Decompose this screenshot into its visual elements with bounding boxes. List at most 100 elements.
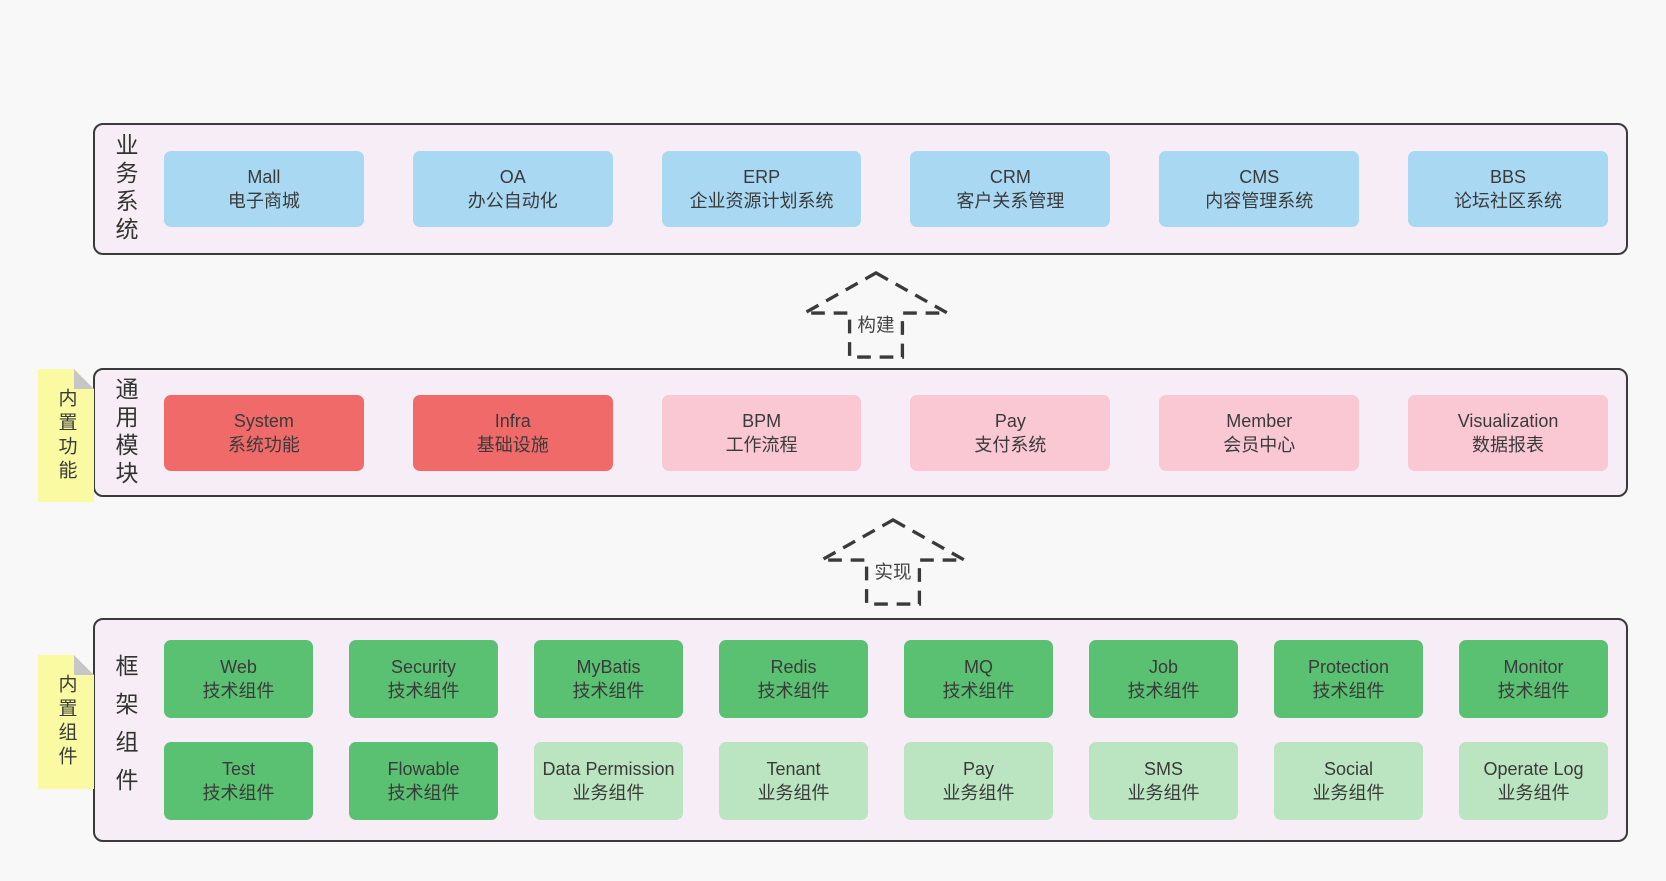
- sticky-fold-icon: [74, 655, 94, 675]
- sticky-fold-icon: [74, 369, 94, 389]
- box-pay: Pay 业务组件: [904, 742, 1053, 820]
- box-title: System: [233, 410, 294, 431]
- box-tenant: Tenant 业务组件: [719, 742, 868, 820]
- box-mall: Mall 电子商城: [164, 151, 364, 227]
- box-subtitle: 业务组件: [942, 783, 1015, 803]
- implement-arrow-icon: 实现: [818, 518, 968, 606]
- box-subtitle: 技术组件: [387, 783, 460, 803]
- box-subtitle: 系统功能: [227, 434, 300, 455]
- box-subtitle: 客户关系管理: [956, 191, 1065, 211]
- box-subtitle: 数据报表: [1472, 434, 1545, 455]
- box-title: Member: [1226, 410, 1293, 431]
- box-crm: CRM 客户关系管理: [910, 151, 1111, 227]
- panel-label-business: 业务系统: [112, 133, 138, 245]
- box-subtitle: 支付系统: [974, 434, 1047, 455]
- box-title: Pay: [962, 759, 995, 779]
- box-title: Visualization: [1457, 410, 1559, 431]
- box-web: Web 技术组件: [164, 640, 313, 718]
- box-subtitle: 基础设施: [476, 434, 549, 455]
- box-title: Mall: [247, 167, 281, 187]
- box-title: Monitor: [1503, 657, 1564, 677]
- box-title: ERP: [743, 167, 781, 187]
- box-title: Redis: [770, 657, 817, 677]
- box-title: Tenant: [766, 759, 821, 779]
- box-infra: Infra 基础设施: [412, 394, 613, 471]
- box-subtitle: 内容管理系统: [1205, 191, 1314, 211]
- sticky-note-builtin-features: 内置功能: [38, 369, 94, 502]
- box-system: System 系统功能: [164, 394, 364, 471]
- box-subtitle: 技术组件: [942, 681, 1015, 701]
- box-subtitle: 业务组件: [572, 783, 645, 803]
- box-mybatis: MyBatis 技术组件: [534, 640, 683, 718]
- panel-label-components: 框架组件: [112, 654, 138, 806]
- box-subtitle: 技术组件: [757, 681, 830, 701]
- box-flowable: Flowable 技术组件: [349, 742, 498, 820]
- box-subtitle: 技术组件: [387, 681, 460, 701]
- box-title: CMS: [1239, 167, 1280, 187]
- box-operate-log: Operate Log 业务组件: [1459, 742, 1608, 820]
- box-subtitle: 会员中心: [1223, 434, 1296, 455]
- box-pay: Pay 支付系统: [910, 394, 1111, 471]
- box-title: Test: [221, 759, 255, 779]
- box-bbs: BBS 论坛社区系统: [1408, 151, 1608, 227]
- box-title: Flowable: [387, 759, 460, 779]
- box-title: Web: [220, 657, 257, 677]
- box-title: Security: [390, 657, 457, 677]
- box-title: Protection: [1307, 657, 1390, 677]
- implement-arrow-label: 实现: [874, 562, 911, 583]
- box-subtitle: 企业资源计划系统: [689, 191, 834, 211]
- box-oa: OA 办公自动化: [412, 151, 613, 227]
- box-title: Job: [1148, 657, 1179, 677]
- box-job: Job 技术组件: [1089, 640, 1238, 718]
- box-visualization: Visualization 数据报表: [1408, 394, 1608, 471]
- box-title: BBS: [1490, 167, 1527, 187]
- box-title: BPM: [742, 410, 782, 431]
- box-sms: SMS 业务组件: [1089, 742, 1238, 820]
- box-subtitle: 技术组件: [202, 681, 275, 701]
- panel-label-modules: 通用模块: [112, 376, 138, 489]
- box-title: Pay: [994, 410, 1026, 431]
- sticky-note-builtin-components: 内置组件: [38, 655, 94, 789]
- box-erp: ERP 企业资源计划系统: [661, 151, 862, 227]
- box-redis: Redis 技术组件: [719, 640, 868, 718]
- business-boxes-row: Mall 电子商城 OA 办公自动化 ERP 企业资源计划系统 CRM 客户关系管理 CMS 内容…: [142, 151, 1626, 227]
- box-subtitle: 技术组件: [1497, 681, 1570, 701]
- box-subtitle: 电子商城: [227, 191, 300, 211]
- box-member: Member 会员中心: [1159, 394, 1360, 471]
- box-title: CRM: [989, 167, 1031, 187]
- build-arrow-icon: 构建: [801, 271, 951, 359]
- box-test: Test 技术组件: [164, 742, 313, 820]
- box-title: MyBatis: [576, 657, 641, 677]
- box-subtitle: 技术组件: [1127, 681, 1200, 701]
- box-subtitle: 业务组件: [1497, 783, 1570, 803]
- sticky-label: 内置组件: [55, 674, 77, 770]
- box-title: Data Permission: [542, 759, 675, 779]
- sticky-label: 内置功能: [55, 387, 77, 484]
- box-subtitle: 论坛社区系统: [1454, 191, 1563, 211]
- box-monitor: Monitor 技术组件: [1459, 640, 1608, 718]
- build-arrow-label: 构建: [857, 315, 894, 336]
- box-subtitle: 技术组件: [572, 681, 645, 701]
- box-subtitle: 业务组件: [757, 783, 830, 803]
- box-subtitle: 技术组件: [1312, 681, 1385, 701]
- box-data-permission: Data Permission 业务组件: [534, 742, 683, 820]
- box-subtitle: 业务组件: [1312, 783, 1385, 803]
- box-title: SMS: [1143, 759, 1183, 779]
- box-title: OA: [499, 167, 526, 187]
- box-title: Infra: [494, 410, 531, 431]
- box-subtitle: 办公自动化: [467, 191, 558, 211]
- box-title: Operate Log: [1483, 759, 1584, 779]
- business-systems-panel: 业务系统 Mall 电子商城 OA 办公自动化 ERP 企业资源计划系统 CRM 客户关系管理…: [93, 123, 1628, 255]
- box-security: Security 技术组件: [349, 640, 498, 718]
- box-subtitle: 技术组件: [202, 783, 275, 803]
- box-subtitle: 业务组件: [1127, 783, 1200, 803]
- box-cms: CMS 内容管理系统: [1159, 151, 1360, 227]
